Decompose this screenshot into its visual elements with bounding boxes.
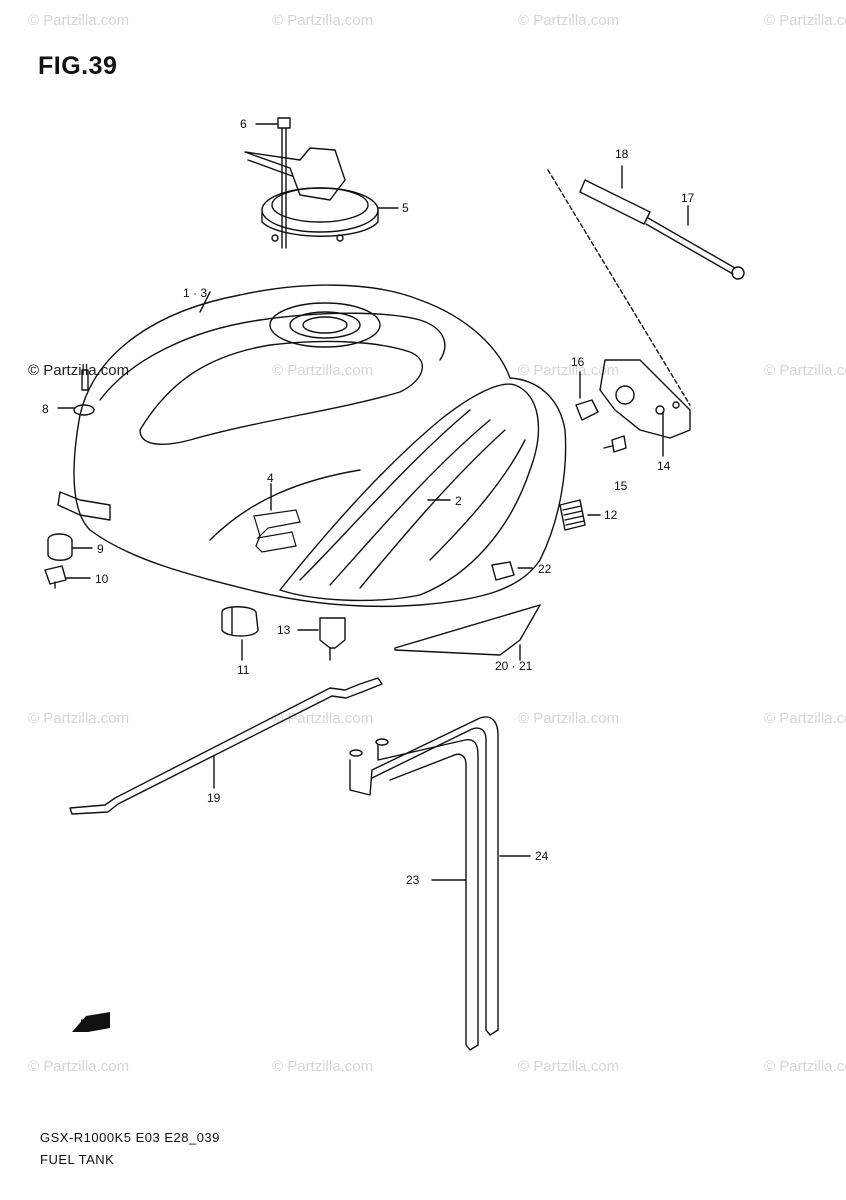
fuel-tank-ridge xyxy=(99,312,446,401)
watermark: © Partzilla.com xyxy=(28,12,130,29)
figure-title: FIG.39 xyxy=(38,52,118,80)
emblem-4 xyxy=(253,509,301,553)
hose-24 xyxy=(349,716,499,1036)
screw-15 xyxy=(603,435,627,453)
fuel-cap-hinge xyxy=(244,147,346,201)
mesh-12 xyxy=(559,499,586,531)
watermark: © Partzilla.com xyxy=(518,362,620,379)
leader-dash xyxy=(547,169,691,406)
callout-2: 2 xyxy=(455,494,462,508)
callout-15: 15 xyxy=(614,479,628,493)
callout-6: 6 xyxy=(240,117,247,131)
callout-8: 8 xyxy=(42,402,49,416)
hose-23 xyxy=(377,738,479,1051)
callout-20-21: 20 · 21 xyxy=(495,659,533,673)
watermark: © Partzilla.com xyxy=(518,710,620,727)
watermark: © Partzilla.com xyxy=(764,1058,846,1075)
watermark: © Partzilla.com xyxy=(764,12,846,29)
callout-5: 5 xyxy=(402,201,409,215)
cushion-22 xyxy=(491,561,515,581)
trim-20-21 xyxy=(394,604,541,656)
callout-10: 10 xyxy=(95,572,109,586)
callout-19: 19 xyxy=(207,791,221,805)
rod-19 xyxy=(69,677,383,815)
fuel-tank-outline xyxy=(73,284,567,607)
watermark: © Partzilla.com xyxy=(272,1058,374,1075)
bolt-17 xyxy=(647,217,736,269)
fwd-arrow-icon: FWD xyxy=(72,1012,110,1032)
watermark: © Partzilla.com xyxy=(518,12,620,29)
fuel-tank-side-panel xyxy=(279,383,540,602)
callout-22: 22 xyxy=(538,562,552,576)
damper-18 xyxy=(579,179,651,225)
cushion-9 xyxy=(47,533,73,561)
diagram-code: GSX-R1000K5 E03 E28_039 xyxy=(40,1130,220,1145)
bracket-14 xyxy=(599,359,691,439)
watermark: © Partzilla.com xyxy=(518,1058,620,1075)
filler-opening xyxy=(269,302,381,348)
callout-12: 12 xyxy=(604,508,618,522)
watermark: © Partzilla.com xyxy=(764,710,846,727)
bolt-6 xyxy=(277,117,291,249)
bolt-10 xyxy=(44,565,67,589)
callout-13: 13 xyxy=(277,623,291,637)
grommet-8 xyxy=(73,404,95,416)
drain-13 xyxy=(319,617,346,649)
watermark: © Partzilla.com xyxy=(272,362,374,379)
fuel-tank-inner-panel xyxy=(139,340,423,445)
nut-16 xyxy=(575,399,599,421)
cushion-11 xyxy=(221,606,259,637)
fuel-cap-ring xyxy=(261,187,379,233)
callout-23: 23 xyxy=(406,873,420,887)
callout-18: 18 xyxy=(615,147,629,161)
callout-16: 16 xyxy=(571,355,585,369)
watermark: © Partzilla.com xyxy=(272,12,374,29)
callout-4: 4 xyxy=(267,471,274,485)
fwd-label: FWD xyxy=(80,1017,108,1031)
callout-11: 11 xyxy=(237,663,250,677)
diagram-name: FUEL TANK xyxy=(40,1152,115,1167)
callout-14: 14 xyxy=(657,459,671,473)
watermark: © Partzilla.com xyxy=(28,1058,130,1075)
callout-1-3: 1 · 3 xyxy=(183,286,207,300)
callout-17: 17 xyxy=(681,191,695,205)
screw-7 xyxy=(81,369,89,391)
callout-24: 24 xyxy=(535,849,549,863)
watermark: © Partzilla.com xyxy=(764,362,846,379)
callout-9: 9 xyxy=(97,542,104,556)
watermark: © Partzilla.com xyxy=(28,710,130,727)
